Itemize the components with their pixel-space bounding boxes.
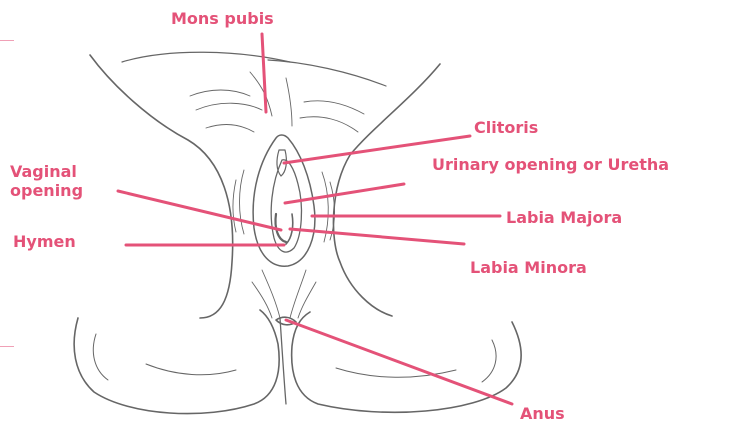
label-vaginal-opening: Vaginal opening: [10, 162, 83, 200]
leader-line-vaginal-opening: [118, 191, 281, 230]
label-labia-majora: Labia Majora: [506, 208, 622, 227]
leader-line-labia-minora: [290, 229, 464, 244]
label-vaginal-opening-line2: opening: [10, 181, 83, 200]
label-labia-minora: Labia Minora: [470, 258, 587, 277]
label-anus: Anus: [520, 404, 565, 423]
leader-line-urinary-opening: [285, 184, 404, 203]
label-vaginal-opening-line1: Vaginal: [10, 162, 83, 181]
label-hymen: Hymen: [13, 232, 76, 251]
line-drawing: [74, 52, 521, 413]
label-mons-pubis: Mons pubis: [171, 9, 274, 28]
label-urinary-opening: Urinary opening or Uretha: [432, 155, 669, 174]
leader-line-mons-pubis: [262, 34, 266, 112]
leader-line-anus: [286, 320, 512, 404]
label-clitoris: Clitoris: [474, 118, 538, 137]
